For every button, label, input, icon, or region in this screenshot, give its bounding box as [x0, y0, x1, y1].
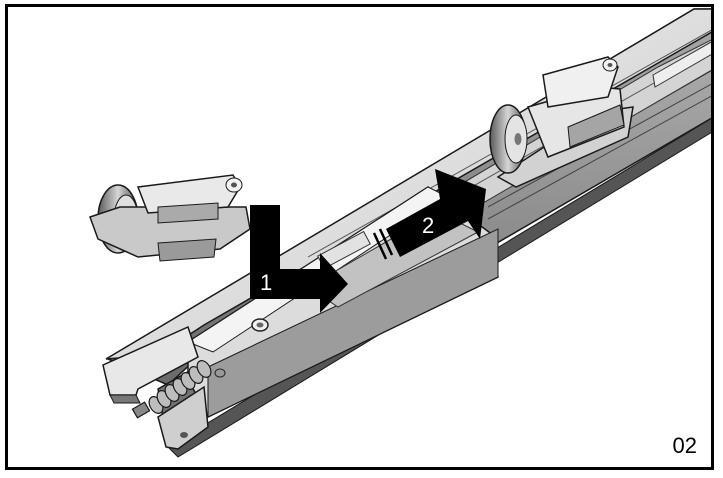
end-bracket	[102, 325, 209, 450]
spring	[131, 360, 212, 419]
trolley-loose	[89, 174, 251, 262]
step-2-label: 2	[422, 213, 434, 238]
figure-number: 02	[672, 433, 697, 458]
step-1-arrow: 1	[250, 205, 348, 313]
assembly-drawing: 1 2	[89, 8, 711, 458]
figure-frame: 1 2 02	[5, 4, 714, 470]
step-1-label: 1	[260, 270, 272, 295]
trolley-installed	[489, 56, 634, 188]
step-2-arrow: 2	[372, 169, 486, 260]
